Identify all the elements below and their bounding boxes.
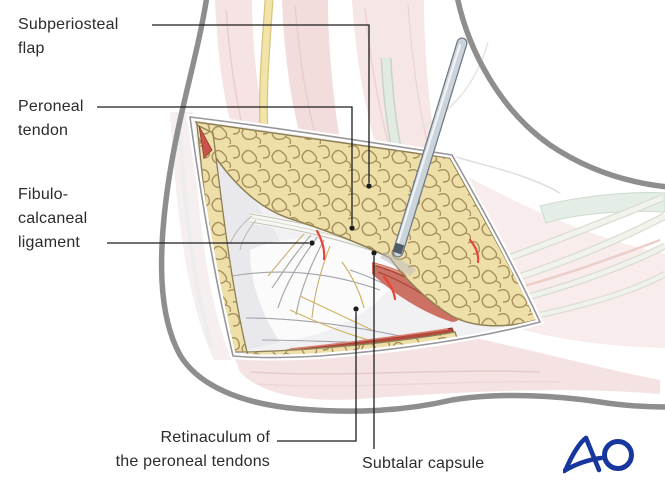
label-subperiosteal-flap: Subperiosteal flap [18,16,119,57]
leader-peroneal-tendon [97,106,353,225]
incision-outline [189,116,542,359]
leg-outline [158,0,665,414]
label-fibulocalcaneal-ligament: Fibulo- calcaneal ligament [18,186,88,251]
ao-logo [563,435,634,474]
label-retinaculum-peroneal-tendons: Retinaculum of the peroneal tendons [115,429,270,470]
leader-retinaculum [277,312,357,442]
periosteal-elevator-instrument [380,37,468,276]
cut-ligament-marks [315,229,480,301]
nerve-threads [289,261,373,341]
label-peroneal-tendon: Peroneal tendon [18,98,84,139]
surgical-window [190,117,540,358]
cut-muscle-corner [198,125,213,159]
subcutaneous-fat [194,121,539,358]
label-subtalar-capsule: Subtalar capsule [362,455,485,472]
leader-lines [97,24,377,449]
leader-subperiosteal-flap [152,24,370,183]
